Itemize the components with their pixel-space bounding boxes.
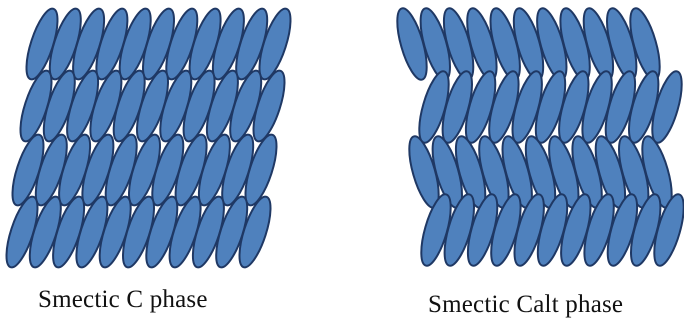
smectic-c-caption: Smectic C phase — [38, 286, 208, 314]
smectic-c-molecule-panel — [0, 5, 297, 270]
smectic-calt-caption: Smectic Calt phase — [428, 291, 623, 319]
smectic-calt-molecule-panel — [391, 5, 684, 268]
